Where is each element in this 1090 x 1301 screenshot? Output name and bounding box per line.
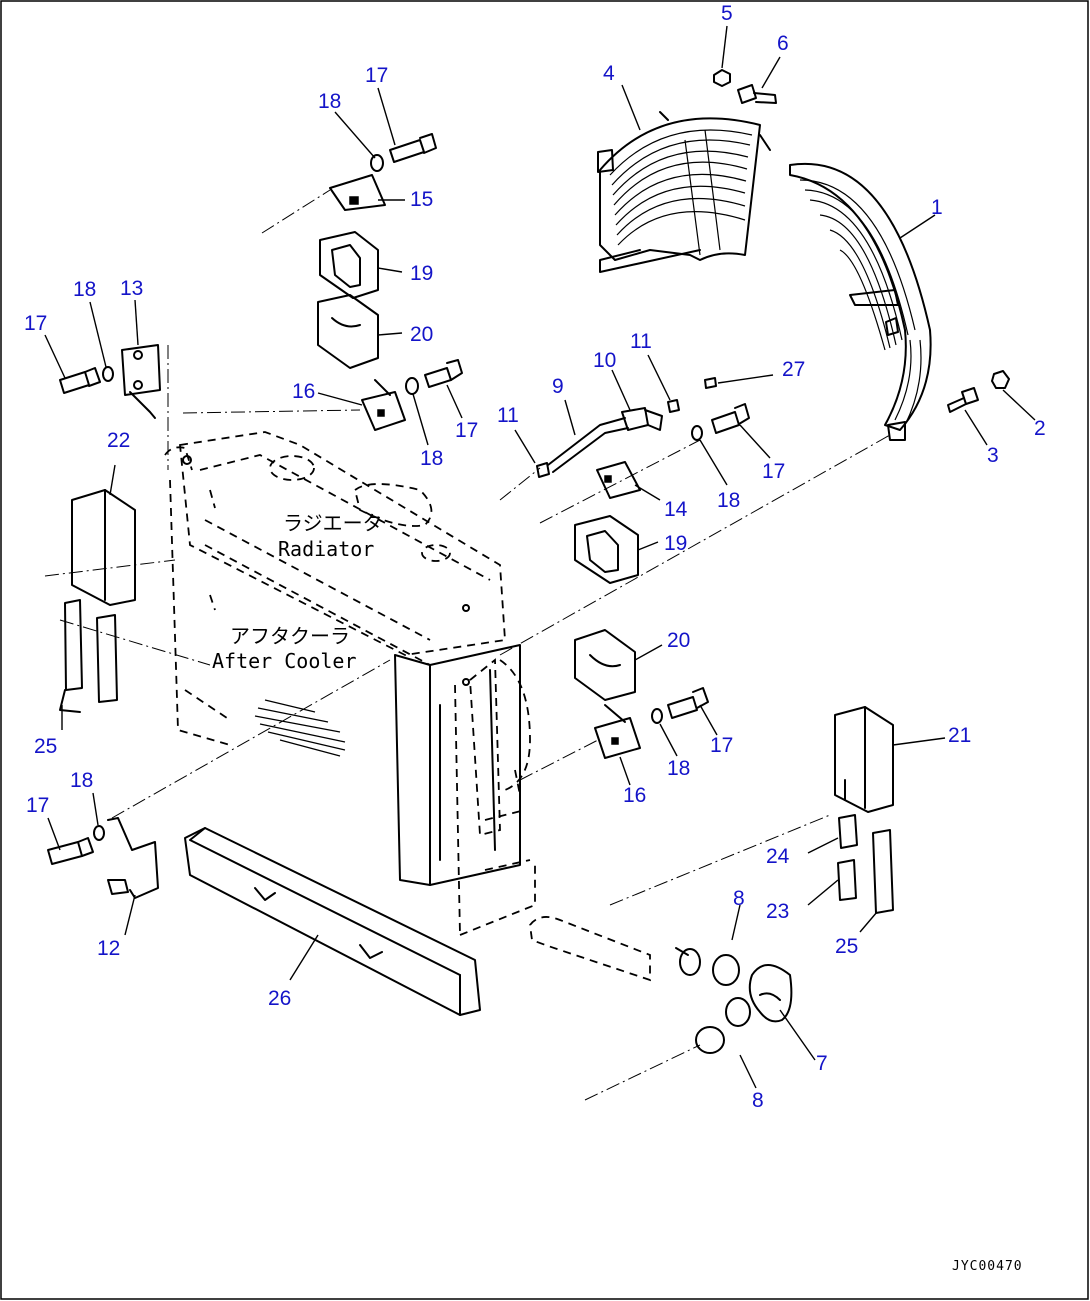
callout-18-top: 18: [318, 90, 341, 113]
label-aftercooler-jp: アフタクーラ: [230, 624, 350, 648]
callout-19-mid: 19: [664, 532, 687, 555]
callout-11-left: 11: [497, 404, 519, 427]
callout-16-bottom: 16: [623, 784, 646, 807]
drawing-code: JYC00470: [952, 1259, 1023, 1274]
bracket-part-14: [596, 461, 641, 499]
callout-18-left-top: 18: [73, 278, 96, 301]
bracket-part-15: [329, 174, 386, 211]
seal-part-25-left: [59, 599, 118, 713]
clamp-part-8-top: [675, 947, 740, 986]
callout-20-mid: 20: [667, 629, 690, 652]
callout-18-bottom: 18: [667, 757, 690, 780]
rubber-mount-part-19-top: [319, 231, 379, 299]
fan-guard-part-1: [789, 162, 932, 441]
seal-part-24: [838, 814, 858, 849]
callout-16-top: 16: [292, 380, 315, 403]
callout-17-left-bottom: 17: [26, 794, 49, 817]
washer-part-18-left-bottom: [93, 825, 105, 841]
nut-part-2: [991, 370, 1010, 389]
callout-8-bottom: 8: [752, 1089, 764, 1112]
callout-24: 24: [766, 845, 790, 868]
washer-part-18-left-top: [102, 366, 114, 382]
callout-23: 23: [766, 900, 789, 923]
callout-25-right: 25: [835, 935, 858, 958]
callout-6: 6: [777, 32, 789, 55]
label-radiator-jp: ラジエータ: [283, 511, 383, 535]
callout-19-top: 19: [410, 262, 433, 285]
bracket-part-13: [121, 344, 161, 419]
seal-part-25-right: [872, 829, 894, 914]
callout-2: 2: [1034, 417, 1046, 440]
callout-17-bottom: 17: [710, 734, 733, 757]
cover-part-21: [834, 706, 894, 813]
callout-15: 15: [410, 188, 433, 211]
callout-4: 4: [603, 62, 615, 85]
cover-part-22: [71, 489, 136, 606]
washer-part-18-mid: [405, 377, 419, 395]
callout-17-mid: 17: [455, 419, 478, 442]
callout-8-top: 8: [733, 887, 745, 910]
bolt-part-17-left-top: [59, 367, 101, 394]
callout-11-right: 11: [630, 330, 652, 353]
radiator-assembly: [164, 431, 536, 936]
fitting-part-10: [621, 407, 663, 431]
callout-21: 21: [948, 724, 971, 747]
nut-part-11-right: [667, 399, 680, 413]
bracket-part-16-bottom: [594, 704, 641, 759]
bolt-part-6: [737, 84, 777, 104]
core-hatching: [254, 699, 346, 757]
bolt-part-17-top: [389, 133, 437, 163]
nut-part-11-left: [536, 462, 550, 478]
bracket-part-16-top: [361, 379, 406, 431]
callout-17-right: 17: [762, 460, 785, 483]
hose-part-7: [748, 964, 793, 1023]
callout-14: 14: [664, 498, 688, 521]
clamp-part-8-bottom: [695, 997, 751, 1054]
nut-part-5: [713, 69, 731, 87]
hose-part-9: [547, 417, 629, 473]
callout-3: 3: [987, 444, 999, 467]
callout-1: 1: [931, 196, 943, 219]
rubber-mount-part-19-mid: [574, 515, 639, 584]
washer-part-18-right-mid: [691, 425, 703, 441]
duct-part-26: [184, 827, 481, 1016]
label-aftercooler-en: After Cooler: [212, 649, 357, 673]
callout-10: 10: [593, 349, 616, 372]
bolt-part-17-mid: [424, 359, 463, 388]
callout-17-top: 17: [365, 64, 388, 87]
bolt-part-17-right-mid: [711, 403, 750, 434]
callout-9: 9: [552, 375, 564, 398]
callout-22: 22: [107, 429, 130, 452]
shroud-part-4: [597, 111, 771, 273]
callout-18-left-bottom: 18: [70, 769, 93, 792]
alignment-lines: [44, 189, 891, 1101]
callout-17-left-top: 17: [24, 312, 47, 335]
callout-20-top: 20: [410, 323, 433, 346]
callout-12: 12: [97, 937, 120, 960]
rubber-mount-part-20-mid: [574, 629, 636, 701]
callout-5: 5: [721, 2, 733, 25]
bolt-part-17-left-bottom: [47, 837, 94, 865]
hose-pipe-lower: [529, 916, 651, 982]
plug-part-27: [704, 377, 717, 389]
label-radiator-en: Radiator: [278, 537, 374, 561]
callout-18-right: 18: [717, 489, 740, 512]
washer-part-18-bottom: [651, 708, 663, 724]
bolt-part-17-bottom: [667, 687, 709, 719]
bracket-part-12: [107, 817, 159, 899]
callout-18-mid: 18: [420, 447, 443, 470]
callout-13: 13: [120, 277, 143, 300]
leader-lines: [44, 25, 1036, 1089]
seal-part-23: [837, 859, 857, 901]
washer-part-18-top: [370, 154, 384, 172]
callout-25-left: 25: [34, 735, 57, 758]
callout-7: 7: [816, 1052, 828, 1075]
rubber-mount-part-20-top: [317, 294, 379, 369]
bolt-part-3: [947, 387, 979, 413]
callout-26: 26: [268, 987, 291, 1010]
callout-27: 27: [782, 358, 805, 381]
callout-numbers: 1 2 3 4 5 6 7 8 8 9 10 11 11 12 13 14 15…: [24, 2, 1046, 1112]
